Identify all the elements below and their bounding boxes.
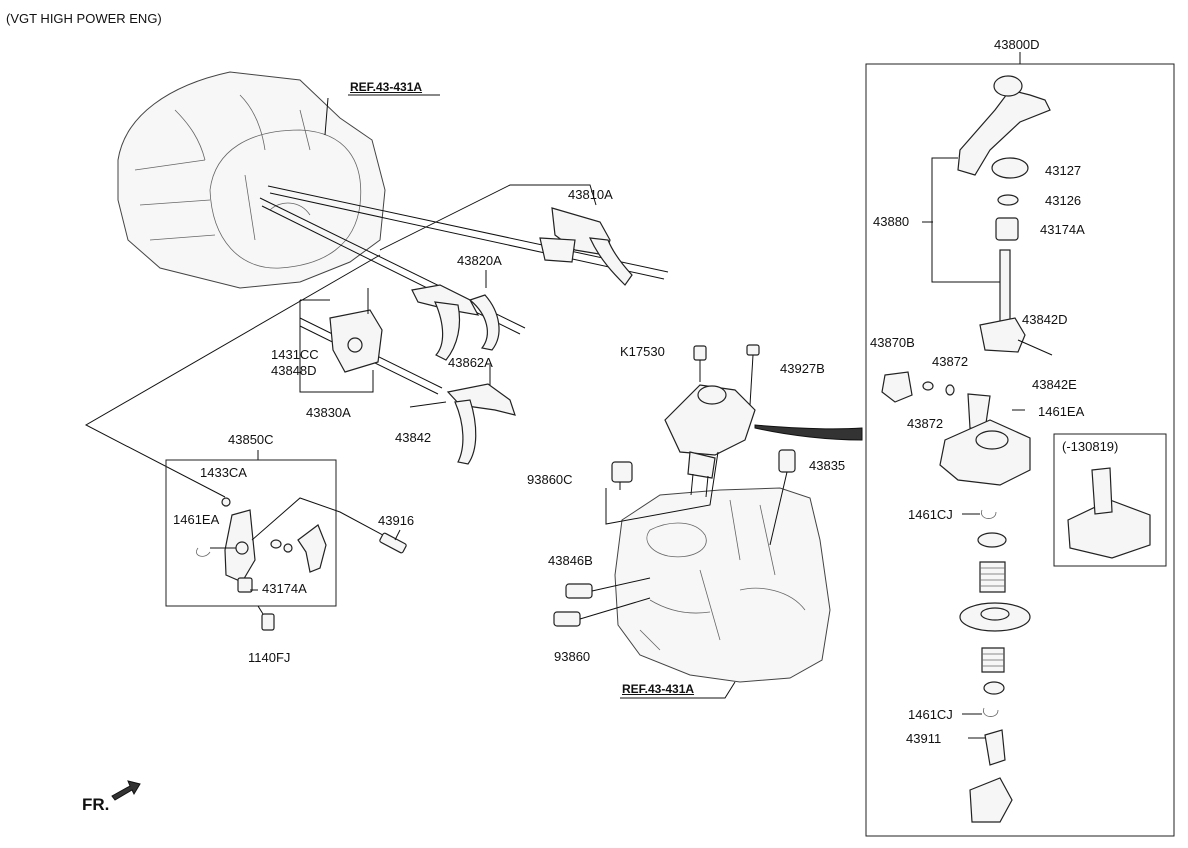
variant-header: (VGT HIGH POWER ENG) — [6, 11, 162, 26]
bolt-1140FJ — [257, 605, 275, 631]
shift-fork-43820A — [411, 284, 500, 361]
direction-arrow-icon — [111, 780, 141, 801]
part-1431CC[interactable]: 1431CC — [271, 347, 319, 362]
part-43820A[interactable]: 43820A — [457, 253, 502, 268]
part-43870B[interactable]: 43870B — [870, 335, 915, 350]
part-43872-a[interactable]: 43872 — [932, 354, 969, 369]
bolt-43916 — [379, 529, 407, 554]
part-43880[interactable]: 43880 — [873, 214, 910, 229]
part-43830A[interactable]: 43830A — [306, 405, 351, 420]
switch-93860C — [605, 451, 719, 525]
part-43800D[interactable]: 43800D — [994, 37, 1040, 52]
switch-93860 — [553, 597, 651, 627]
part-43842E[interactable]: 43842E — [1032, 377, 1077, 392]
part-43835[interactable]: 43835 — [809, 458, 846, 473]
part-43848D[interactable]: 43848D — [271, 363, 317, 378]
bolt-43927B — [746, 344, 760, 406]
part-43126[interactable]: 43126 — [1045, 193, 1082, 208]
switch-43846B — [565, 577, 651, 599]
lever-assembly-43850C — [165, 459, 393, 607]
part-1461CJ-a[interactable]: 1461CJ — [908, 507, 953, 522]
ref-label-top[interactable]: REF.43-431A — [350, 80, 423, 94]
part-43911[interactable]: 43911 — [906, 731, 942, 746]
direction-label: FR. — [82, 795, 110, 814]
sensor-K17530 — [693, 345, 707, 382]
leader-ref-bottom — [620, 681, 736, 699]
part-43174A-right[interactable]: 43174A — [1040, 222, 1085, 237]
inset-label: (-130819) — [1062, 439, 1119, 454]
part-43842[interactable]: 43842 — [395, 430, 432, 445]
part-1461CJ-b[interactable]: 1461CJ — [908, 707, 953, 722]
plug-43835 — [769, 449, 796, 546]
inset-box — [1053, 433, 1167, 567]
part-K17530[interactable]: K17530 — [620, 344, 665, 359]
assembly-box-43800D — [865, 52, 1175, 837]
ref-label-bottom[interactable]: REF.43-431A — [622, 682, 695, 696]
part-43846B[interactable]: 43846B — [548, 553, 593, 568]
part-43872-b[interactable]: 43872 — [907, 416, 944, 431]
part-43850C[interactable]: 43850C — [228, 432, 274, 447]
part-1461EA-left[interactable]: 1461EA — [173, 512, 220, 527]
shift-lug-43830A — [329, 288, 383, 373]
part-93860[interactable]: 93860 — [554, 649, 591, 664]
part-43927B[interactable]: 43927B — [780, 361, 825, 376]
part-43174A-left[interactable]: 43174A — [262, 581, 307, 596]
leader-lines-left — [84, 94, 597, 498]
part-43127[interactable]: 43127 — [1045, 163, 1082, 178]
part-43916[interactable]: 43916 — [378, 513, 415, 528]
transaxle-case-center — [614, 487, 831, 683]
part-43810A[interactable]: 43810A — [568, 187, 613, 202]
part-1433CA[interactable]: 1433CA — [200, 465, 247, 480]
shift-fork-43862A — [409, 383, 516, 465]
shift-control-assembly — [664, 384, 863, 498]
part-1140FJ[interactable]: 1140FJ — [248, 650, 291, 665]
part-93860C[interactable]: 93860C — [527, 472, 573, 487]
transaxle-housing-top — [117, 71, 386, 289]
part-1461EA-right[interactable]: 1461EA — [1038, 404, 1085, 419]
part-43842D[interactable]: 43842D — [1022, 312, 1068, 327]
part-43862A[interactable]: 43862A — [448, 355, 493, 370]
shift-fork-43810A — [539, 207, 633, 286]
